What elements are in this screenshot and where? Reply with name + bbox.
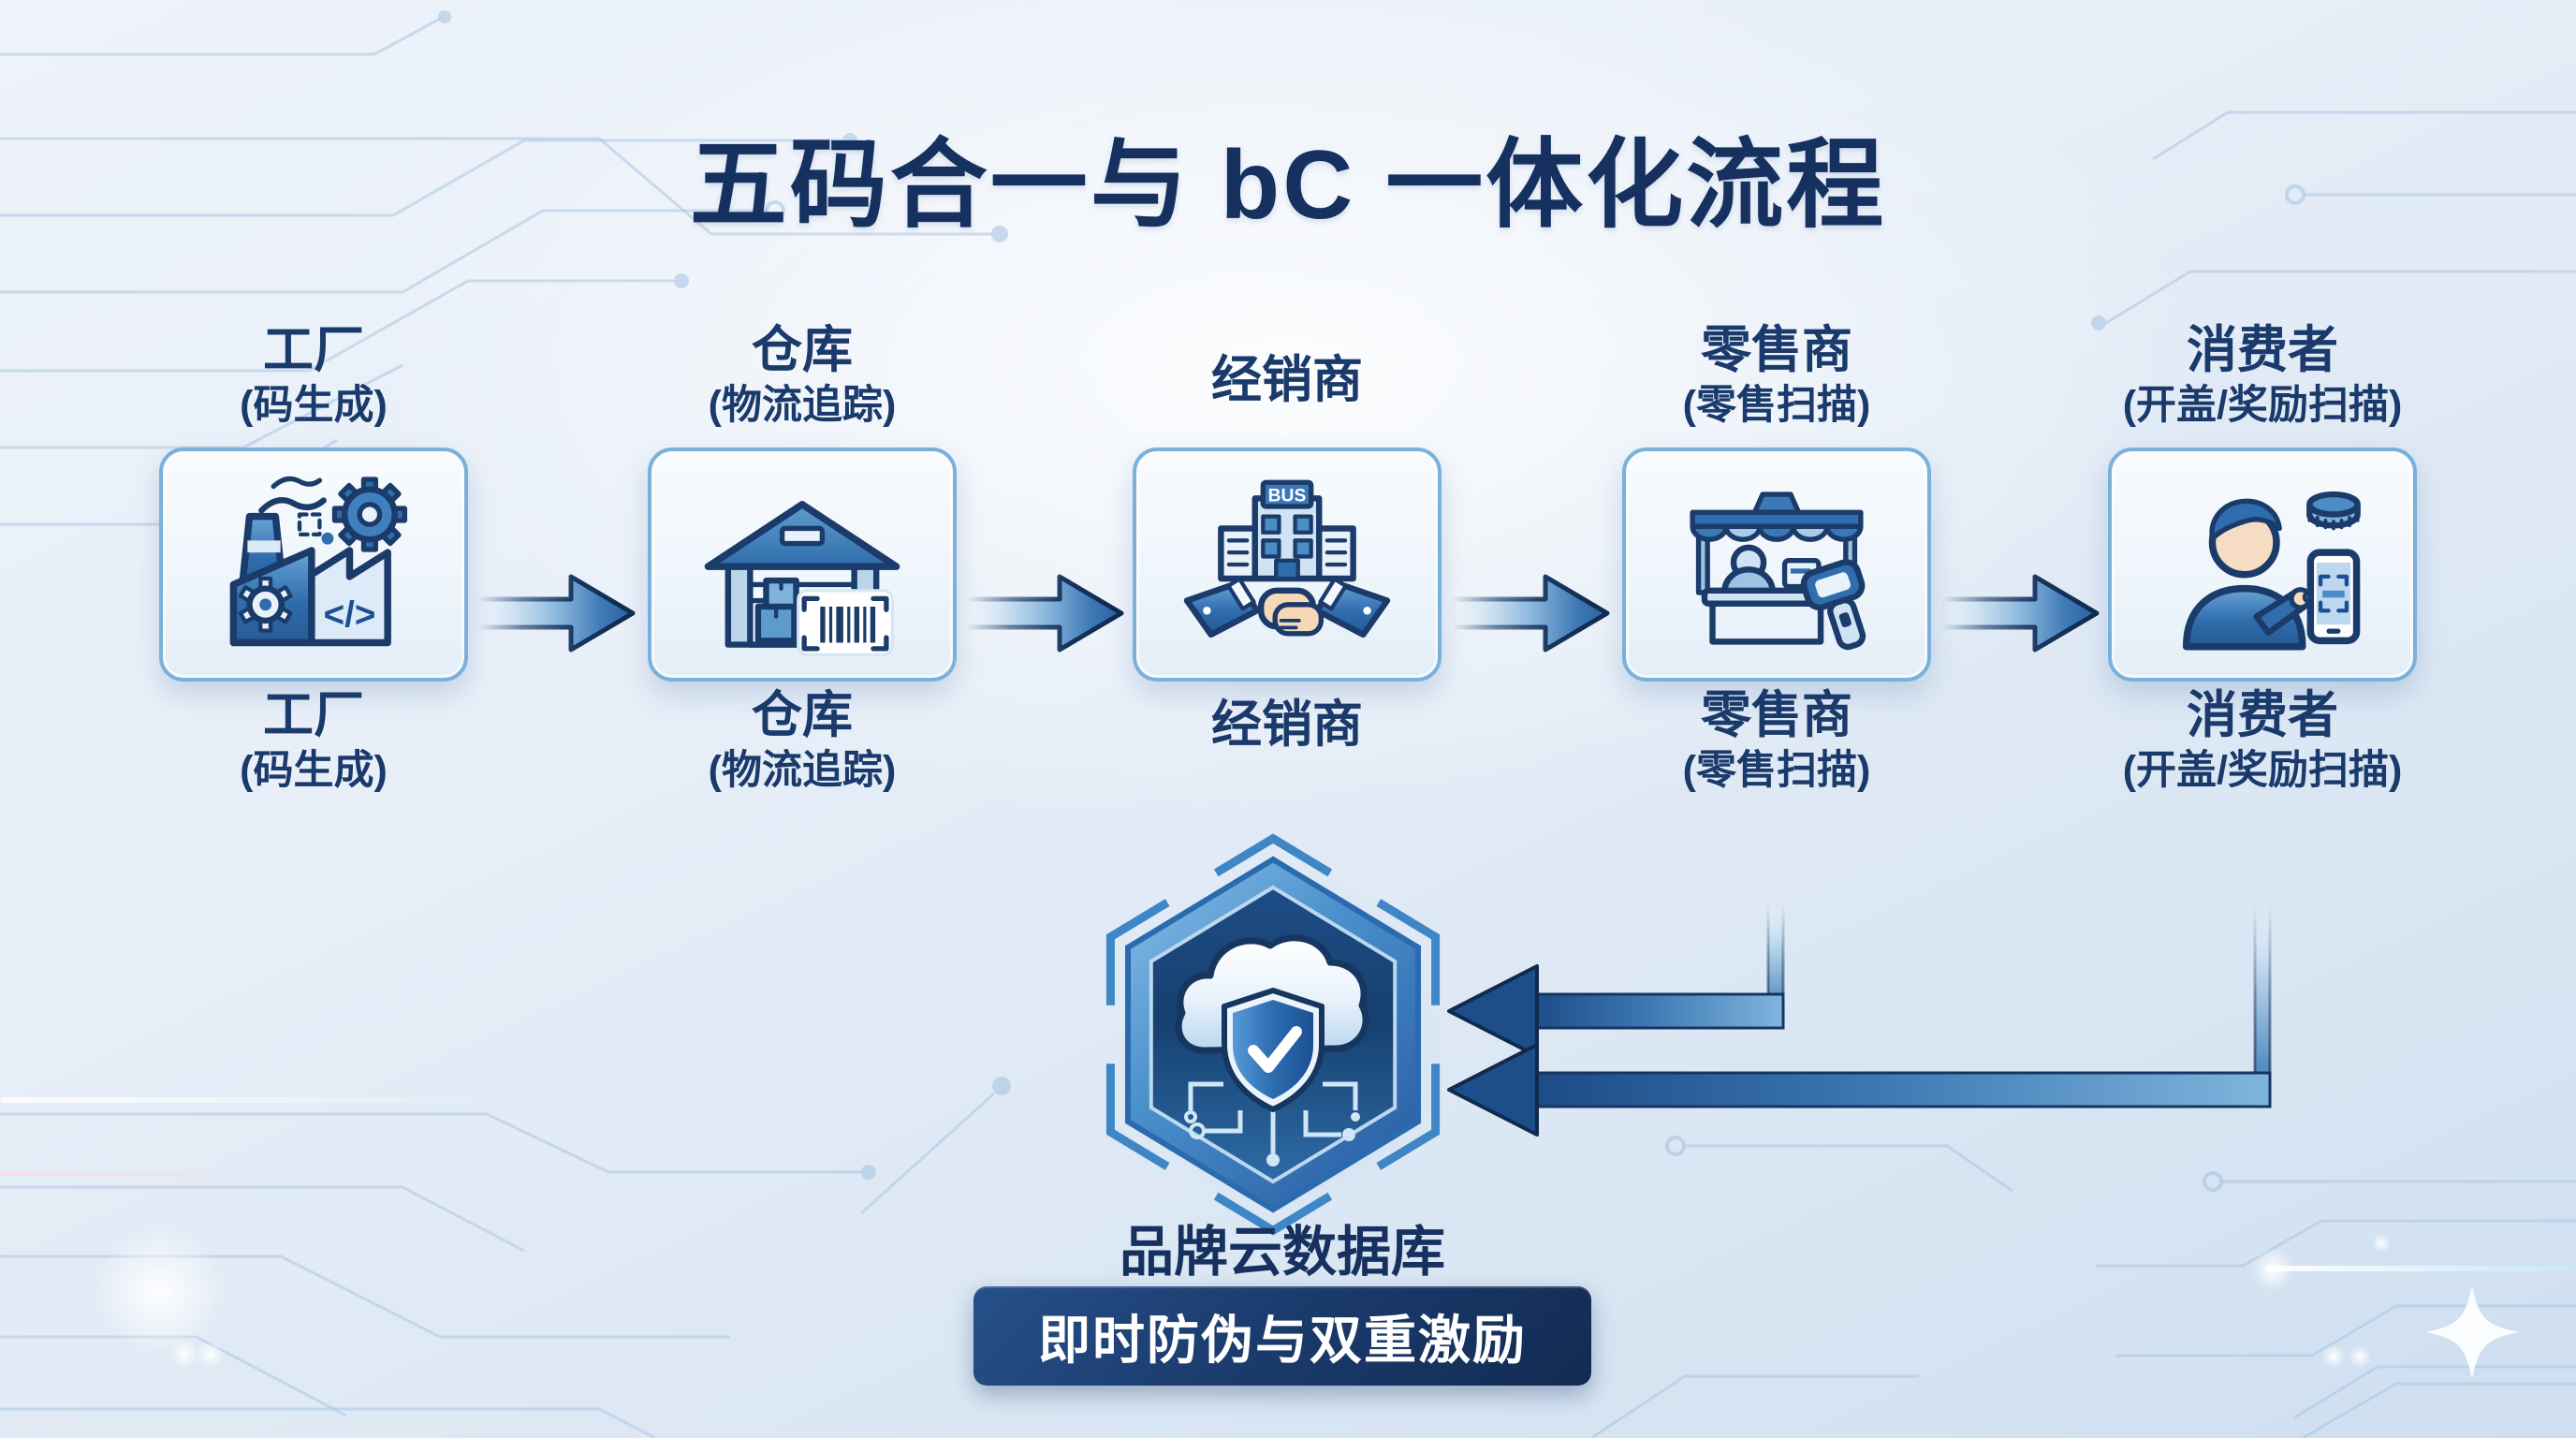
distributor-label-top: 经销商 xyxy=(1211,352,1363,408)
flow-arrow-retailer-consumer xyxy=(1941,574,2100,653)
factory-label-bottom: 工厂 xyxy=(263,687,364,743)
retailer-card xyxy=(1622,448,1931,682)
consumer-sublabel-bottom: (开盖/奖励扫描) xyxy=(2122,748,2403,793)
factory-sublabel-bottom: (码生成) xyxy=(240,748,388,793)
warehouse-card xyxy=(648,448,957,682)
consumer-phone-scan-icon xyxy=(2182,491,2361,651)
glow-dot xyxy=(2250,1247,2295,1292)
retailer-sublabel-bottom: (零售扫描) xyxy=(1682,748,1871,793)
warehouse-icon xyxy=(704,501,900,656)
consumer-card xyxy=(2108,448,2417,682)
factory-sublabel-top: (码生成) xyxy=(240,383,388,428)
warehouse-label-top: 仓库 xyxy=(752,322,853,378)
flow-arrow-distributor-retailer xyxy=(1452,574,1610,653)
consumer-label-top: 消费者 xyxy=(2187,322,2338,378)
light-streak-right xyxy=(2265,1266,2576,1271)
flow-arrow-factory-warehouse xyxy=(477,574,636,653)
svg-text:</>: </> xyxy=(324,594,376,635)
factory-card: </> xyxy=(159,448,468,682)
bus-sign-text: BUS xyxy=(1268,487,1307,506)
consumer-label-bottom: 消费者 xyxy=(2187,687,2338,743)
storefront-scanner-icon xyxy=(1690,492,1866,651)
consumer-sublabel-top: (开盖/奖励扫描) xyxy=(2122,383,2403,428)
retailer-label-bottom: 零售商 xyxy=(1701,687,1852,743)
retailer-sublabel-top: (零售扫描) xyxy=(1682,383,1871,428)
sparkle-icon xyxy=(2425,1285,2519,1379)
glow-dot xyxy=(2372,1234,2391,1253)
handshake-building-icon: BUS xyxy=(1183,479,1391,638)
node-retailer: 零售商 (零售扫描) xyxy=(1533,309,2020,833)
glow-dot xyxy=(94,1226,225,1357)
warehouse-label-bottom: 仓库 xyxy=(752,687,853,743)
glow-dot xyxy=(170,1341,198,1369)
distributor-card: BUS xyxy=(1133,448,1442,682)
warehouse-sublabel-bottom: (物流追踪) xyxy=(708,748,897,793)
light-streak-pink xyxy=(0,1172,281,1176)
glow-dot xyxy=(197,1341,225,1369)
light-streak-left xyxy=(0,1097,487,1103)
cloud-shield-check-icon xyxy=(1105,833,1441,1236)
distributor-label-bottom: 经销商 xyxy=(1211,697,1363,753)
retailer-label-top: 零售商 xyxy=(1701,322,1852,378)
retailer-to-hub-arrow xyxy=(1447,902,1785,1058)
page-title: 五码合一与 bC 一体化流程 xyxy=(689,131,1887,240)
node-factory: 工厂 (码生成) xyxy=(70,309,557,833)
glow-dot xyxy=(2348,1344,2372,1369)
hub-label: 品牌云数据库 xyxy=(1119,1222,1445,1283)
glow-dot xyxy=(2321,1344,2346,1369)
consumer-to-hub-arrow xyxy=(1447,902,2272,1137)
node-warehouse: 仓库 (物流追踪) xyxy=(559,309,1046,833)
node-consumer: 消费者 (开盖/奖励扫描) xyxy=(2019,309,2506,833)
factory-icon: </> xyxy=(229,476,408,647)
hub-badge: 即时防伪与双重激励 xyxy=(973,1286,1591,1386)
factory-label-top: 工厂 xyxy=(263,322,364,378)
hub-badge-text: 即时防伪与双重激励 xyxy=(1038,1310,1527,1370)
flow-arrow-warehouse-distributor xyxy=(966,574,1124,653)
node-distributor: 经销商 BUS xyxy=(1044,309,1530,833)
warehouse-sublabel-top: (物流追踪) xyxy=(708,383,897,428)
